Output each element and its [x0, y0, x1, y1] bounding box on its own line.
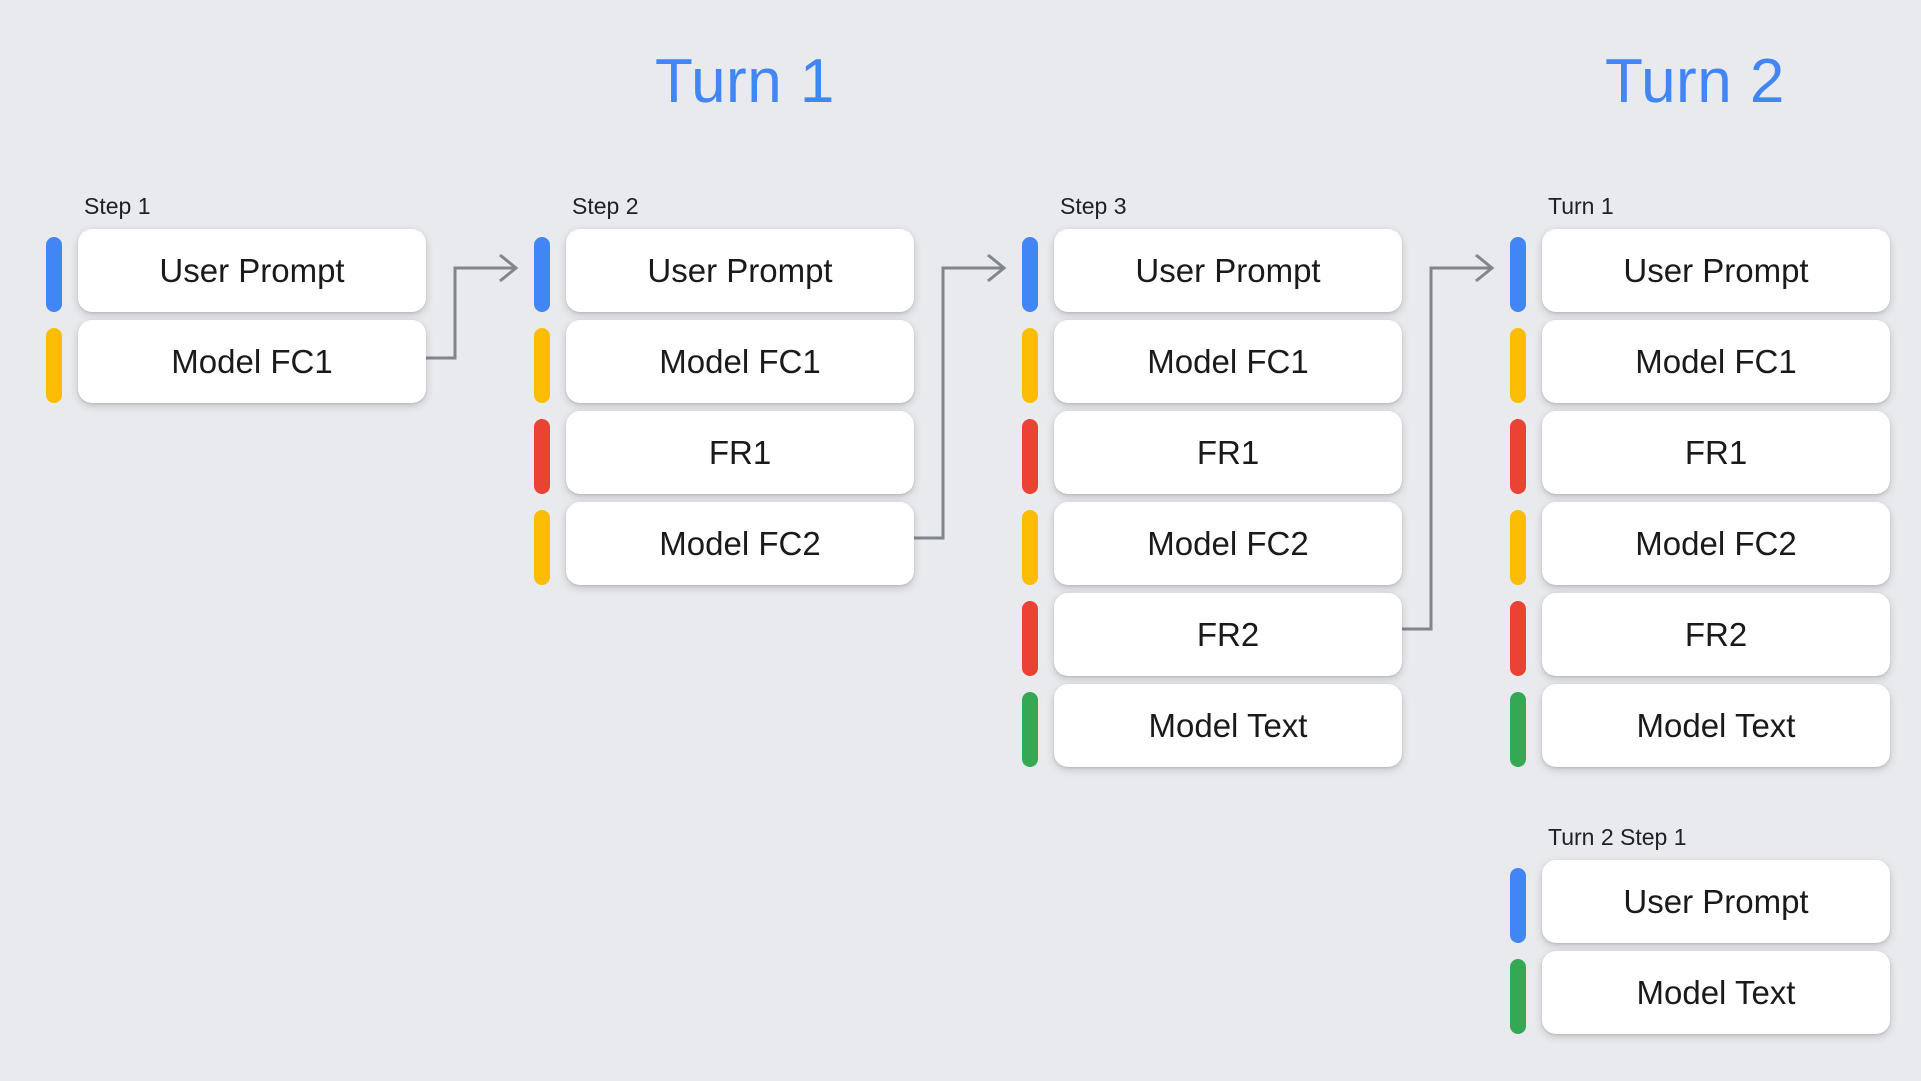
- row-model-fc2: Model FC2: [1510, 502, 1890, 593]
- status-bar-yellow: [1022, 510, 1038, 585]
- row-fr2: FR2: [1022, 593, 1402, 684]
- status-bar-yellow: [534, 510, 550, 585]
- card-model-fc2[interactable]: Model FC2: [566, 502, 914, 585]
- row-user-prompt: User Prompt: [534, 229, 914, 320]
- status-bar-red: [1022, 601, 1038, 676]
- status-bar-yellow: [46, 328, 62, 403]
- card-fr1[interactable]: FR1: [566, 411, 914, 494]
- row-model-fc1: Model FC1: [1022, 320, 1402, 411]
- card-model-fc2[interactable]: Model FC2: [1054, 502, 1402, 585]
- card-model-text[interactable]: Model Text: [1054, 684, 1402, 767]
- status-bar-red: [1022, 419, 1038, 494]
- card-user-prompt[interactable]: User Prompt: [566, 229, 914, 312]
- card-model-fc1[interactable]: Model FC1: [566, 320, 914, 403]
- card-model-fc2[interactable]: Model FC2: [1542, 502, 1890, 585]
- column-label-turn-1: Turn 1: [1548, 193, 1614, 219]
- column-label-step-1: Step 1: [84, 193, 151, 219]
- status-bar-red: [534, 419, 550, 494]
- card-model-fc1[interactable]: Model FC1: [1542, 320, 1890, 403]
- row-model-fc2: Model FC2: [1022, 502, 1402, 593]
- row-model-fc2: Model FC2: [534, 502, 914, 593]
- card-model-text[interactable]: Model Text: [1542, 684, 1890, 767]
- card-user-prompt[interactable]: User Prompt: [78, 229, 426, 312]
- row-user-prompt: User Prompt: [1022, 229, 1402, 320]
- status-bar-yellow: [1022, 328, 1038, 403]
- card-model-fc1[interactable]: Model FC1: [1054, 320, 1402, 403]
- row-user-prompt: User Prompt: [1510, 229, 1890, 320]
- card-model-text[interactable]: Model Text: [1542, 951, 1890, 1034]
- status-bar-blue: [46, 237, 62, 312]
- status-bar-red: [1510, 601, 1526, 676]
- row-model-fc1: Model FC1: [46, 320, 426, 411]
- card-fr1[interactable]: FR1: [1542, 411, 1890, 494]
- status-bar-blue: [1510, 237, 1526, 312]
- card-user-prompt[interactable]: User Prompt: [1542, 229, 1890, 312]
- row-model-fc1: Model FC1: [534, 320, 914, 411]
- row-fr1: FR1: [1510, 411, 1890, 502]
- card-user-prompt[interactable]: User Prompt: [1054, 229, 1402, 312]
- row-model-text: Model Text: [1510, 684, 1890, 775]
- status-bar-yellow: [534, 328, 550, 403]
- row-model-text: Model Text: [1510, 951, 1890, 1042]
- row-fr2: FR2: [1510, 593, 1890, 684]
- card-user-prompt[interactable]: User Prompt: [1542, 860, 1890, 943]
- status-bar-blue: [534, 237, 550, 312]
- column-label-step-3: Step 3: [1060, 193, 1127, 219]
- row-user-prompt: User Prompt: [1510, 860, 1890, 951]
- row-model-fc1: Model FC1: [1510, 320, 1890, 411]
- row-model-text: Model Text: [1022, 684, 1402, 775]
- status-bar-green: [1022, 692, 1038, 767]
- row-fr1: FR1: [534, 411, 914, 502]
- card-fr2[interactable]: FR2: [1542, 593, 1890, 676]
- status-bar-red: [1510, 419, 1526, 494]
- status-bar-green: [1510, 692, 1526, 767]
- column-label-turn-2-step-1: Turn 2 Step 1: [1548, 824, 1687, 850]
- card-model-fc1[interactable]: Model FC1: [78, 320, 426, 403]
- status-bar-blue: [1022, 237, 1038, 312]
- status-bar-blue: [1510, 868, 1526, 943]
- card-fr1[interactable]: FR1: [1054, 411, 1402, 494]
- status-bar-yellow: [1510, 328, 1526, 403]
- status-bar-green: [1510, 959, 1526, 1034]
- row-fr1: FR1: [1022, 411, 1402, 502]
- turn-2-heading: Turn 2: [1605, 47, 1785, 116]
- turn-1-heading: Turn 1: [655, 47, 835, 116]
- row-user-prompt: User Prompt: [46, 229, 426, 320]
- column-label-step-2: Step 2: [572, 193, 639, 219]
- status-bar-yellow: [1510, 510, 1526, 585]
- card-fr2[interactable]: FR2: [1054, 593, 1402, 676]
